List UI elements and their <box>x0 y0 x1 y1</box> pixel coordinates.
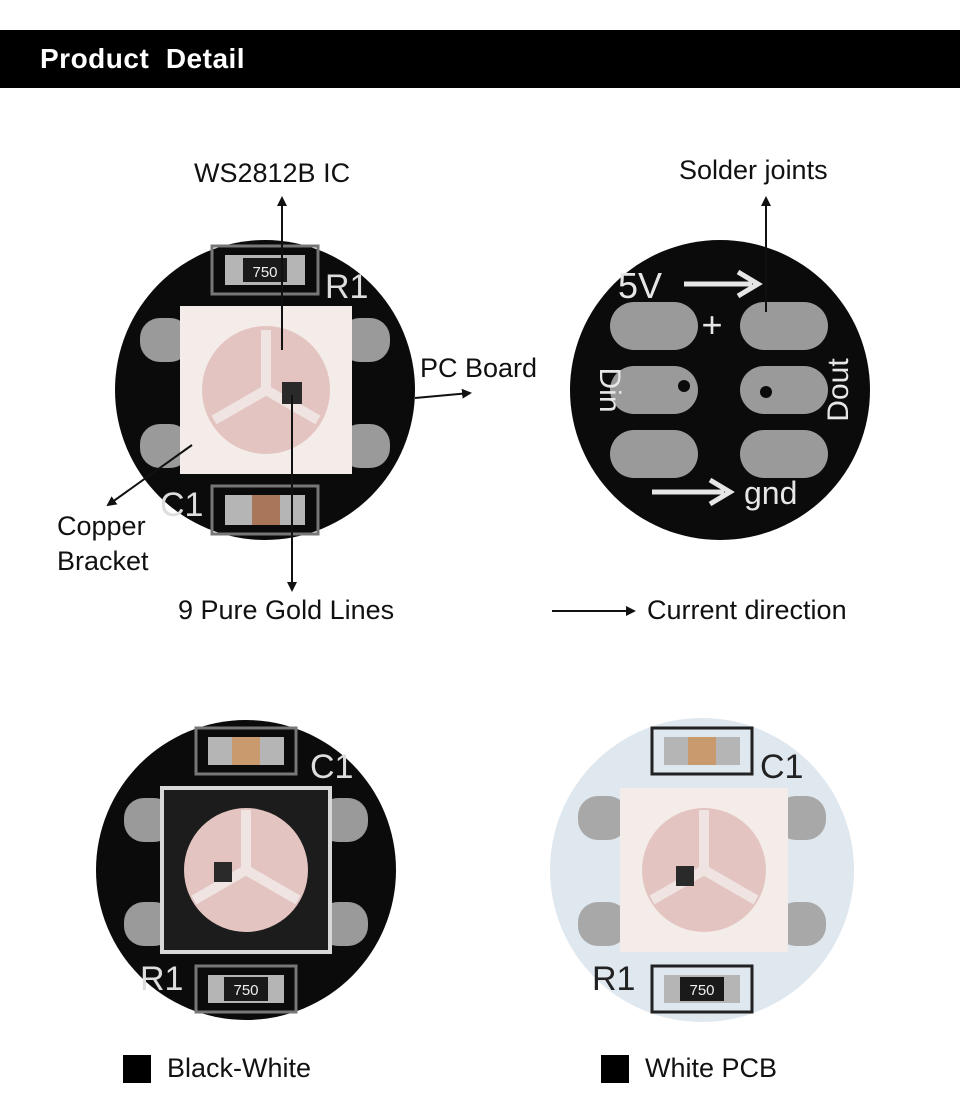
capacitor-outline <box>650 726 754 776</box>
copper-pad <box>776 902 826 946</box>
board-front-black: 750 R1 C1 <box>115 240 415 540</box>
dout-silkscreen: Dout <box>822 358 855 422</box>
gnd-silkscreen: gnd <box>744 475 797 511</box>
header-banner: Product Detail <box>0 30 960 88</box>
5v-silkscreen: 5V <box>618 265 662 306</box>
label-gold-lines: 9 Pure Gold Lines <box>178 595 395 625</box>
resistor-code: 750 <box>252 264 277 281</box>
copper-pad <box>140 424 190 468</box>
resistor-outline <box>210 244 320 296</box>
r1-silkscreen: R1 <box>325 268 368 306</box>
copper-bracket-arrow <box>106 444 193 507</box>
legend-label: White PCB <box>645 1053 778 1083</box>
resistor <box>680 977 724 1001</box>
board-black-white: C1 750 R1 <box>96 720 396 1020</box>
board-back-black: 5V + Din Dout gnd <box>570 240 870 540</box>
via-hole <box>678 380 690 392</box>
capacitor-outline <box>210 484 320 536</box>
copper-pad <box>578 902 628 946</box>
r1-silkscreen: R1 <box>592 960 635 998</box>
solder-pad <box>610 366 698 414</box>
copper-pad <box>140 318 190 362</box>
c1-silkscreen: C1 <box>760 748 803 786</box>
ws2812b-chip <box>282 382 302 404</box>
c1-silkscreen: C1 <box>160 486 203 524</box>
capacitor-outline <box>194 726 298 776</box>
r1-silkscreen: R1 <box>140 960 183 998</box>
page-title: Product Detail <box>40 43 246 74</box>
label-copper-bracket-line1: Copper <box>57 511 146 541</box>
label-current-direction: Current direction <box>647 595 847 625</box>
solder-pad <box>740 366 828 414</box>
din-silkscreen: Din <box>593 367 626 412</box>
ws2812b-chip <box>676 866 694 886</box>
resistor-outline <box>650 964 754 1014</box>
solder-pad <box>740 302 828 350</box>
solder-pad <box>740 430 828 478</box>
label-copper-bracket-line2: Bracket <box>57 546 149 576</box>
pc-board-arrow <box>414 388 472 399</box>
via-hole <box>760 386 772 398</box>
copper-pad <box>340 424 390 468</box>
resistor-code: 750 <box>689 982 714 999</box>
legend-swatch <box>601 1055 629 1083</box>
resistor-code: 750 <box>233 982 258 999</box>
resistor <box>224 977 268 1001</box>
capacitor <box>688 737 716 765</box>
direction-arrow-top <box>684 269 763 299</box>
solder-pad <box>610 430 698 478</box>
resistor <box>243 258 287 282</box>
legend-label: Black-White <box>167 1053 312 1083</box>
ws2812b-chip <box>214 862 232 882</box>
label-pc-board: PC Board <box>420 353 538 383</box>
copper-pad <box>578 796 628 840</box>
resistor-outline <box>194 964 298 1014</box>
label-ws2812b-ic: WS2812B IC <box>194 158 351 188</box>
copper-pad <box>776 796 826 840</box>
capacitor <box>252 495 280 525</box>
direction-arrow-bottom <box>652 477 735 507</box>
plus-silkscreen: + <box>701 304 722 345</box>
copper-pad <box>340 318 390 362</box>
board-white-pcb: C1 750 R1 <box>550 718 854 1022</box>
led-frame <box>191 810 301 905</box>
c1-silkscreen: C1 <box>310 748 353 786</box>
label-solder-joints: Solder joints <box>679 155 828 185</box>
legend-swatch <box>123 1055 151 1083</box>
solder-pad <box>610 302 698 350</box>
capacitor <box>232 737 260 765</box>
